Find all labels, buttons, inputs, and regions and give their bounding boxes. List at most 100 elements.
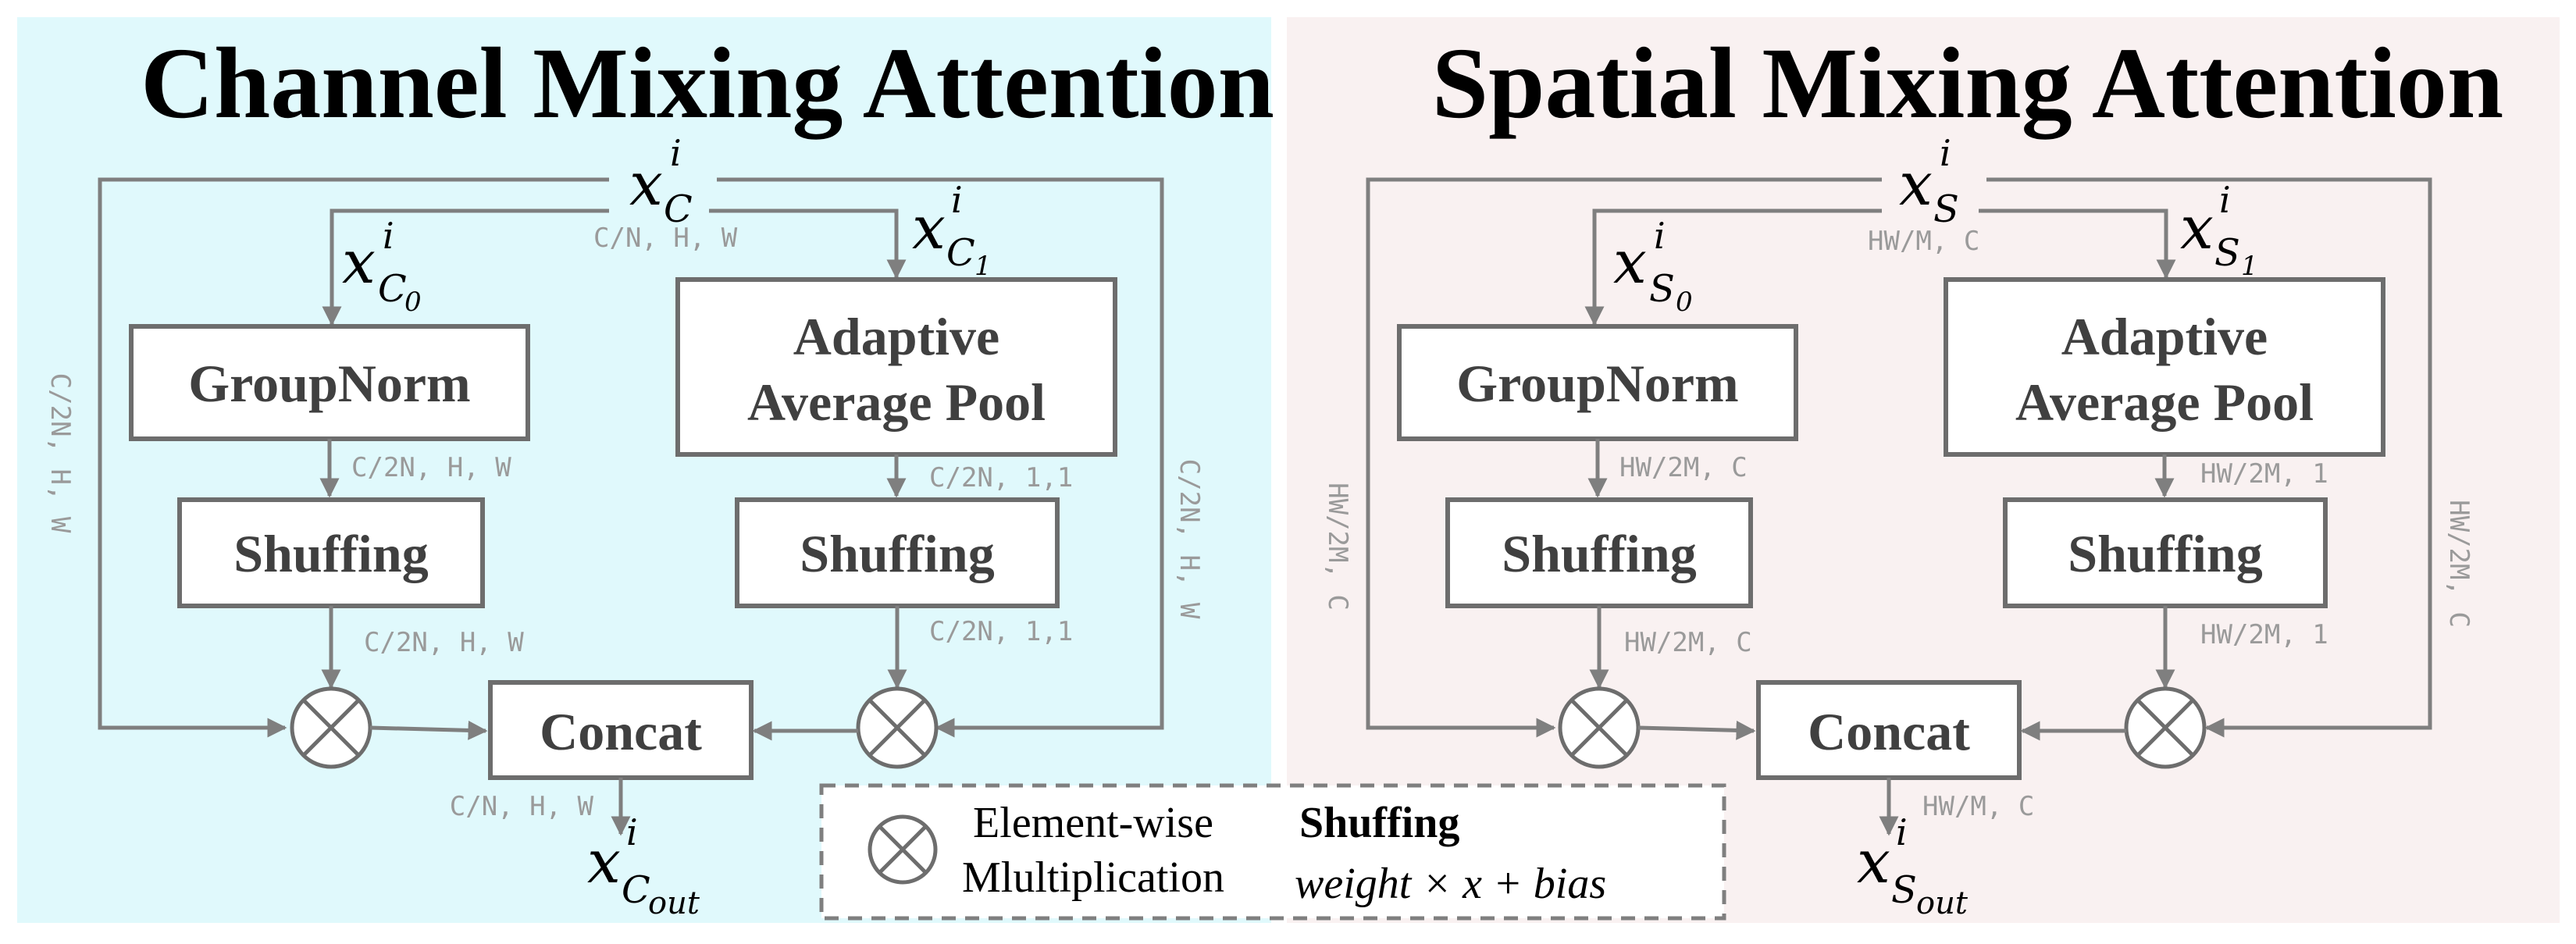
spatial-input-variable: x i S (1899, 132, 1959, 231)
channel-line-to-branch1 (709, 208, 907, 280)
svg-text:i: i (1654, 215, 1666, 257)
channel-shuffle-left-box (177, 497, 485, 608)
spatial-dim-output: HW/M, C (1922, 791, 2034, 822)
spatial-dim-after-shuffle-left: HW/2M, C (1624, 627, 1752, 658)
channel-dim-skip-left: C/2N, H, W (45, 373, 76, 533)
spatial-branch1-variable: x i S 1 (2180, 179, 2258, 282)
svg-text:1: 1 (2241, 251, 2258, 282)
spatial-dim-skip-right: HW/2M, C (2443, 500, 2474, 628)
spatial-concat-label: Concat (1808, 702, 1970, 761)
channel-title: Channel Mixing Attention (141, 27, 1274, 140)
svg-text:x: x (1857, 827, 1890, 896)
channel-arrow-mult-left-to-concat (369, 720, 488, 740)
channel-input-variable: x i C (629, 132, 693, 231)
channel-output-variable: x i C out (587, 811, 700, 921)
spatial-groupnorm-label: GroupNorm (1456, 354, 1738, 413)
svg-text:i: i (383, 215, 394, 257)
legend-multiply-icon (868, 814, 938, 885)
legend-symbol-line2: Mlultiplication (962, 853, 1224, 902)
svg-text:S: S (1649, 267, 1675, 311)
spatial-title: Spatial Mixing Attention (1432, 27, 2503, 140)
spatial-dim-input-label: HW/M, C (1868, 226, 1979, 257)
channel-skip-right-line (717, 177, 1164, 738)
channel-groupnorm-box (129, 324, 530, 441)
spatial-multiply-right-icon (2124, 686, 2207, 769)
channel-multiply-left-icon (290, 686, 372, 769)
channel-pool-box (675, 277, 1117, 457)
spatial-line-to-branch1 (1979, 208, 2176, 280)
spatial-skip-right-line (1986, 177, 2432, 738)
svg-text:0: 0 (404, 287, 422, 318)
channel-shuffle-left-label: Shuffing (233, 524, 428, 583)
svg-text:out: out (648, 885, 700, 921)
spatial-dim-after-pool: HW/2M, 1 (2200, 458, 2328, 490)
svg-text:i: i (1940, 132, 1951, 174)
spatial-concat-box (1756, 680, 2022, 780)
legend-box (819, 783, 1726, 921)
svg-text:S: S (1891, 868, 1917, 912)
spatial-shuffle-right-box (2003, 497, 2328, 608)
svg-text:i: i (670, 132, 682, 174)
channel-multiply-right-icon (856, 686, 939, 769)
svg-text:x: x (912, 193, 946, 262)
channel-dim-input: C/N, H, W (593, 223, 738, 254)
spatial-multiply-left-icon (1558, 686, 1641, 769)
legend-shuffle-formula: weight × x + bias (1295, 860, 1606, 908)
channel-groupnorm-label: GroupNorm (188, 354, 470, 413)
channel-concat-label: Concat (540, 702, 702, 761)
svg-text:x: x (1899, 149, 1933, 219)
svg-text:out: out (1916, 885, 1969, 921)
channel-skip-left-line (98, 177, 609, 738)
svg-text:x: x (2180, 193, 2214, 262)
svg-text:x: x (1613, 227, 1647, 297)
spatial-pool-label-line2: Average Pool (2015, 372, 2314, 432)
channel-dim-output: C/N, H, W (450, 791, 594, 822)
channel-pool-label-line1: Adaptive (793, 307, 999, 366)
svg-text:C: C (622, 868, 650, 912)
svg-text:0: 0 (1676, 287, 1693, 318)
spatial-pool-label-line1: Adaptive (2061, 307, 2268, 366)
channel-branch1-variable: x i C 1 (912, 179, 992, 282)
channel-shuffle-right-label: Shuffing (800, 524, 994, 583)
svg-text:C: C (378, 267, 407, 311)
svg-text:x: x (587, 827, 621, 896)
svg-text:C: C (946, 231, 975, 275)
spatial-groupnorm-box (1397, 324, 1798, 441)
legend: Element-wise Mlultiplication Shuffing we… (819, 783, 1726, 921)
svg-text:C: C (664, 187, 693, 231)
spatial-shuffle-left-label: Shuffing (1502, 524, 1696, 583)
svg-text:i: i (626, 811, 638, 853)
svg-text:i: i (1896, 811, 1908, 853)
spatial-dim-after-groupnorm: HW/2M, C (1619, 452, 1748, 483)
spatial-shuffle-right-label: Shuffing (2068, 524, 2262, 583)
legend-shuffle-title: Shuffing (1299, 799, 1459, 847)
channel-panel: Channel Mixing Attention x i C C/N, H, W… (17, 17, 1274, 923)
spatial-output-variable: x i S out (1857, 811, 1969, 921)
spatial-arrow-mult-left-to-concat (1637, 720, 1756, 740)
svg-text:S: S (1933, 187, 1959, 231)
channel-dim-after-shuffle-right: C/2N, 1,1 (929, 616, 1073, 647)
spatial-pool-box (1944, 277, 2385, 457)
svg-text:S: S (2214, 231, 2240, 275)
channel-dim-after-pool: C/2N, 1,1 (929, 462, 1073, 493)
channel-dim-skip-right: C/2N, H, W (1174, 459, 1205, 619)
svg-text:1: 1 (974, 251, 992, 282)
channel-concat-box (488, 680, 754, 780)
spatial-line-to-branch0 (1584, 208, 1882, 326)
spatial-skip-left-line (1366, 177, 1882, 738)
legend-symbol-line1: Element-wise (973, 799, 1213, 847)
channel-dim-after-groupnorm: C/2N, H, W (351, 452, 511, 483)
channel-branch0-variable: x i C 0 (342, 215, 422, 318)
spatial-dim-skip-left: HW/2M, C (1322, 483, 1353, 611)
channel-shuffle-right-box (735, 497, 1060, 608)
svg-text:i: i (951, 179, 963, 221)
svg-text:x: x (629, 149, 663, 219)
svg-text:x: x (342, 227, 376, 297)
channel-pool-label-line2: Average Pool (747, 372, 1046, 432)
channel-line-to-branch0 (322, 208, 609, 326)
svg-text:i: i (2219, 179, 2231, 221)
spatial-panel: Spatial Mixing Attention x i S HW/M, C x… (1287, 17, 2560, 923)
channel-dim-after-shuffle-left: C/2N, H, W (364, 627, 524, 658)
